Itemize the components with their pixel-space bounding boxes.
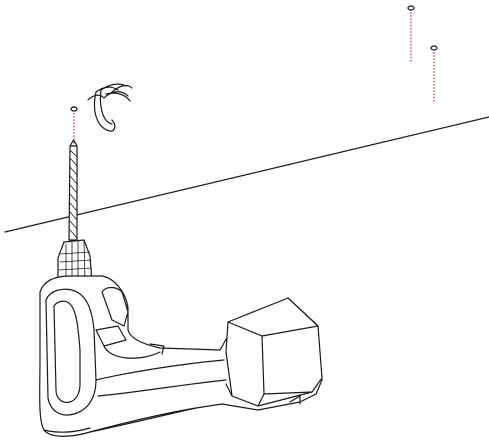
screw-icon bbox=[71, 107, 77, 111]
wall-hook-icon bbox=[88, 84, 132, 131]
drill-bit-icon bbox=[69, 140, 77, 240]
drill-hole-marker-icon bbox=[408, 6, 414, 62]
drill-hole-marker-icon bbox=[431, 46, 437, 103]
drill-hole-marker-icon bbox=[71, 107, 77, 145]
power-drill-icon bbox=[40, 240, 322, 436]
